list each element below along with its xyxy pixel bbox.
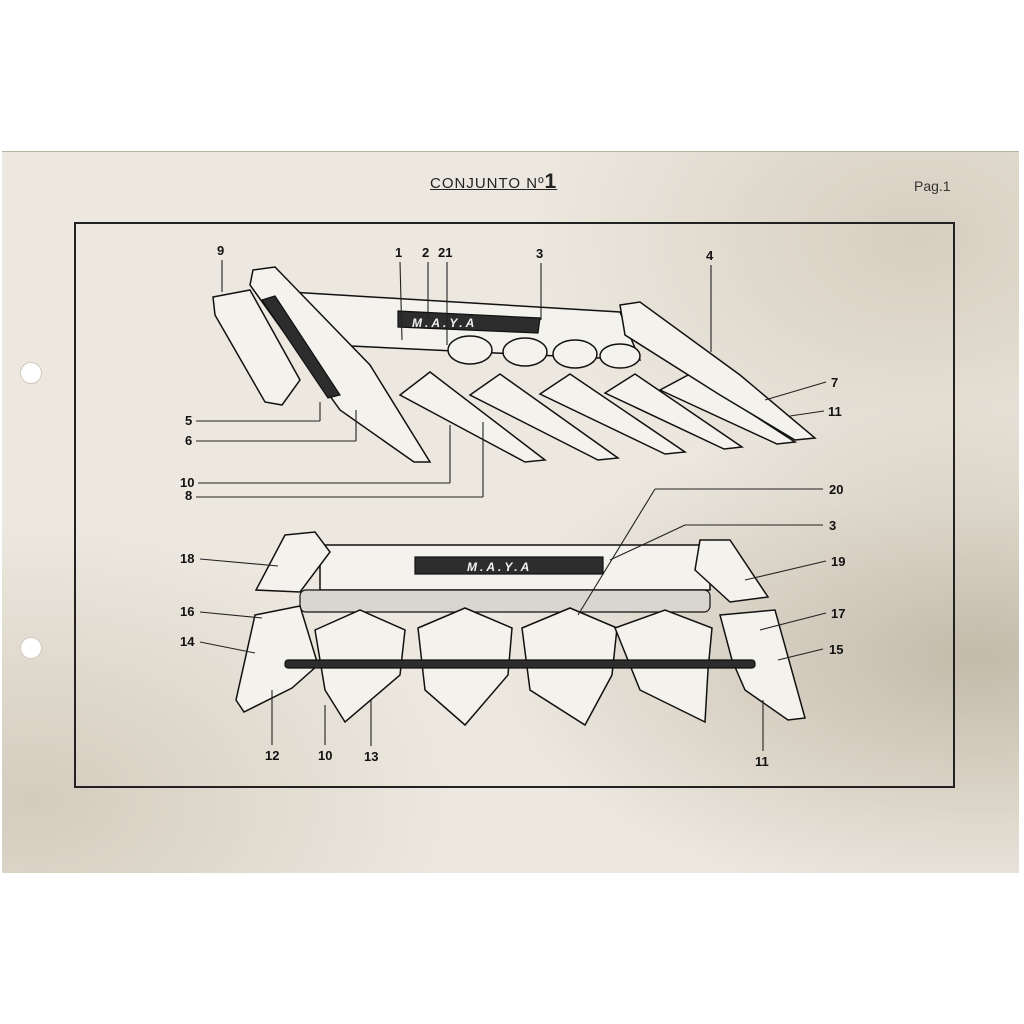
title-number: 1 [544, 170, 558, 193]
header-top-view: M.A.Y.A [212, 266, 817, 463]
header-front-view: M.A.Y.A [235, 531, 806, 727]
auger-flight [447, 335, 493, 365]
callout-8: 8 [185, 488, 192, 503]
callout-11-top: 11 [828, 404, 842, 419]
callout-14: 14 [180, 634, 195, 649]
callout-3-top: 3 [536, 246, 543, 261]
callout-13: 13 [364, 749, 378, 764]
leader-line [199, 641, 256, 654]
brand-label-top: M.A.Y.A [412, 316, 477, 330]
row-divider [468, 373, 621, 461]
brand-plate-top [397, 310, 541, 334]
left-gearbox-front [254, 531, 331, 593]
callout-4: 4 [706, 248, 714, 263]
callout-17: 17 [831, 606, 845, 621]
gathering-chain [284, 659, 756, 669]
auger-flight [502, 337, 548, 367]
auger-flight [552, 339, 598, 369]
punch-hole [20, 637, 42, 659]
callout-10-top: 10 [180, 475, 194, 490]
row-divider [658, 373, 798, 445]
title-no: Nº [526, 175, 545, 192]
auger-flight [599, 343, 641, 369]
leader-line [399, 261, 403, 341]
leader-line [199, 611, 263, 619]
brand-plate-front [414, 556, 604, 575]
leader-line [759, 612, 827, 631]
leader-line [609, 524, 686, 561]
title-prefix: CONJUNTO [430, 175, 522, 192]
leader-line [777, 648, 824, 661]
callout-11-bottom: 11 [755, 754, 769, 769]
right-gearbox-front [694, 539, 770, 603]
callout-1: 1 [395, 245, 402, 260]
callout-21: 21 [438, 245, 452, 260]
rear-panel [319, 544, 711, 591]
callout-15: 15 [829, 642, 843, 657]
callout-9: 9 [217, 243, 224, 258]
brand-label-front: M.A.Y.A [467, 560, 532, 574]
callout-6: 6 [185, 433, 192, 448]
punch-hole [20, 362, 42, 384]
paper-sheet [2, 151, 1019, 873]
left-gearbox [212, 289, 301, 406]
row-divider [603, 373, 745, 450]
callout-3-bottom: 3 [829, 518, 836, 533]
callout-12: 12 [265, 748, 279, 763]
leader-line [577, 488, 656, 616]
callouts-bottom: 20 3 18 19 16 17 14 15 12 10 13 11 [180, 482, 845, 769]
page-number: Pag.1 [914, 178, 951, 194]
drawing-frame [74, 222, 955, 788]
callout-16: 16 [180, 604, 194, 619]
page-title: CONJUNTO Nº1 [430, 170, 557, 194]
leader-line [789, 410, 825, 417]
left-outer-divider [249, 266, 432, 463]
leader-line [764, 381, 827, 401]
leader-line [199, 558, 279, 567]
callout-2: 2 [422, 245, 429, 260]
left-outer-snout [235, 605, 319, 713]
leader-line [744, 560, 827, 581]
callout-7: 7 [831, 375, 838, 390]
callout-20: 20 [829, 482, 843, 497]
callout-18: 18 [180, 551, 194, 566]
callout-19: 19 [831, 554, 845, 569]
left-divider-brand-strip [261, 295, 341, 399]
snout-crossbar [299, 589, 711, 613]
callout-5: 5 [185, 413, 192, 428]
right-outer-divider [619, 301, 817, 441]
callouts-top: 9 1 2 21 3 4 7 11 5 6 10 8 [180, 243, 842, 503]
row-divider [538, 373, 688, 455]
callout-10-bottom: 10 [318, 748, 332, 763]
